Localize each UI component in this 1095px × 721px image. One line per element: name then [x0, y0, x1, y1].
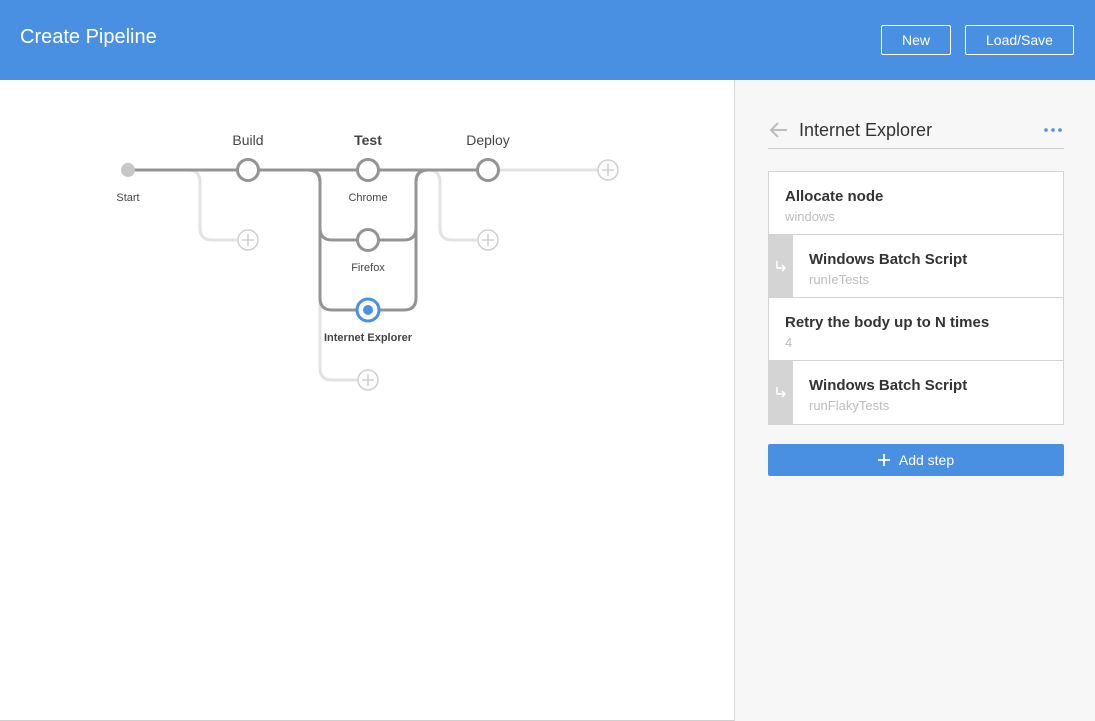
panel-header: Internet Explorer — [768, 116, 1064, 149]
step-windows-batch-script[interactable]: Windows Batch Script runIeTests — [769, 235, 1063, 298]
step-subtitle: 4 — [785, 335, 793, 350]
stage-label-build: Build — [232, 132, 263, 148]
branch-node-firefox[interactable] — [356, 228, 380, 252]
step-subtitle: windows — [785, 209, 835, 224]
branch-label-internet-explorer: Internet Explorer — [324, 332, 413, 344]
stage-node-test-chrome[interactable] — [356, 158, 380, 182]
nested-arrow-icon — [776, 261, 787, 272]
step-list: Allocate node windows Windows Batch Scri… — [768, 171, 1064, 425]
nested-indicator — [769, 361, 793, 424]
start-node — [121, 163, 135, 177]
plus-circle-icon[interactable] — [357, 369, 379, 391]
step-subtitle: runFlakyTests — [809, 398, 890, 413]
stage-node-deploy[interactable] — [476, 158, 500, 182]
step-windows-batch-script[interactable]: Windows Batch Script runFlakyTests — [769, 361, 1063, 424]
plus-circle-icon[interactable] — [477, 229, 499, 251]
app-header: Create Pipeline New Load/Save — [0, 0, 1095, 80]
branch-label-chrome: Chrome — [348, 192, 387, 204]
plus-icon — [877, 454, 890, 466]
pipeline-canvas: Build Test Deploy Start Chrome Firefox I… — [0, 80, 734, 721]
load-save-button[interactable]: Load/Save — [965, 25, 1074, 55]
stage-label-deploy: Deploy — [466, 132, 510, 148]
page-title: Create Pipeline — [20, 26, 157, 48]
branch-label-firefox: Firefox — [351, 262, 385, 274]
new-button[interactable]: New — [881, 25, 951, 55]
plus-circle-icon[interactable] — [237, 229, 259, 251]
stage-node-build[interactable] — [236, 158, 260, 182]
pipeline-graph: Build Test Deploy Start Chrome Firefox I… — [116, 132, 619, 391]
stage-label-test: Test — [354, 132, 382, 148]
add-step-label: Add step — [898, 452, 955, 468]
nested-indicator — [769, 235, 793, 297]
plus-circle-icon[interactable] — [597, 159, 619, 181]
panel-title: Internet Explorer — [799, 120, 933, 140]
start-label: Start — [116, 192, 139, 204]
ellipsis-icon[interactable] — [1042, 122, 1064, 138]
step-subtitle: runIeTests — [809, 272, 869, 287]
branch-node-internet-explorer[interactable] — [355, 297, 381, 323]
step-editor-panel: Internet Explorer Allocate node windows … — [734, 80, 1095, 721]
step-allocate-node[interactable]: Allocate node windows — [769, 172, 1063, 235]
step-title: Allocate node — [785, 188, 884, 205]
arrow-left-icon[interactable] — [768, 119, 790, 141]
step-title: Windows Batch Script — [809, 251, 968, 268]
add-step-button[interactable]: Add step — [768, 444, 1064, 476]
nested-arrow-icon — [776, 387, 787, 398]
step-title: Windows Batch Script — [809, 377, 968, 394]
step-title: Retry the body up to N times — [785, 314, 990, 331]
step-retry[interactable]: Retry the body up to N times 4 — [769, 298, 1063, 361]
